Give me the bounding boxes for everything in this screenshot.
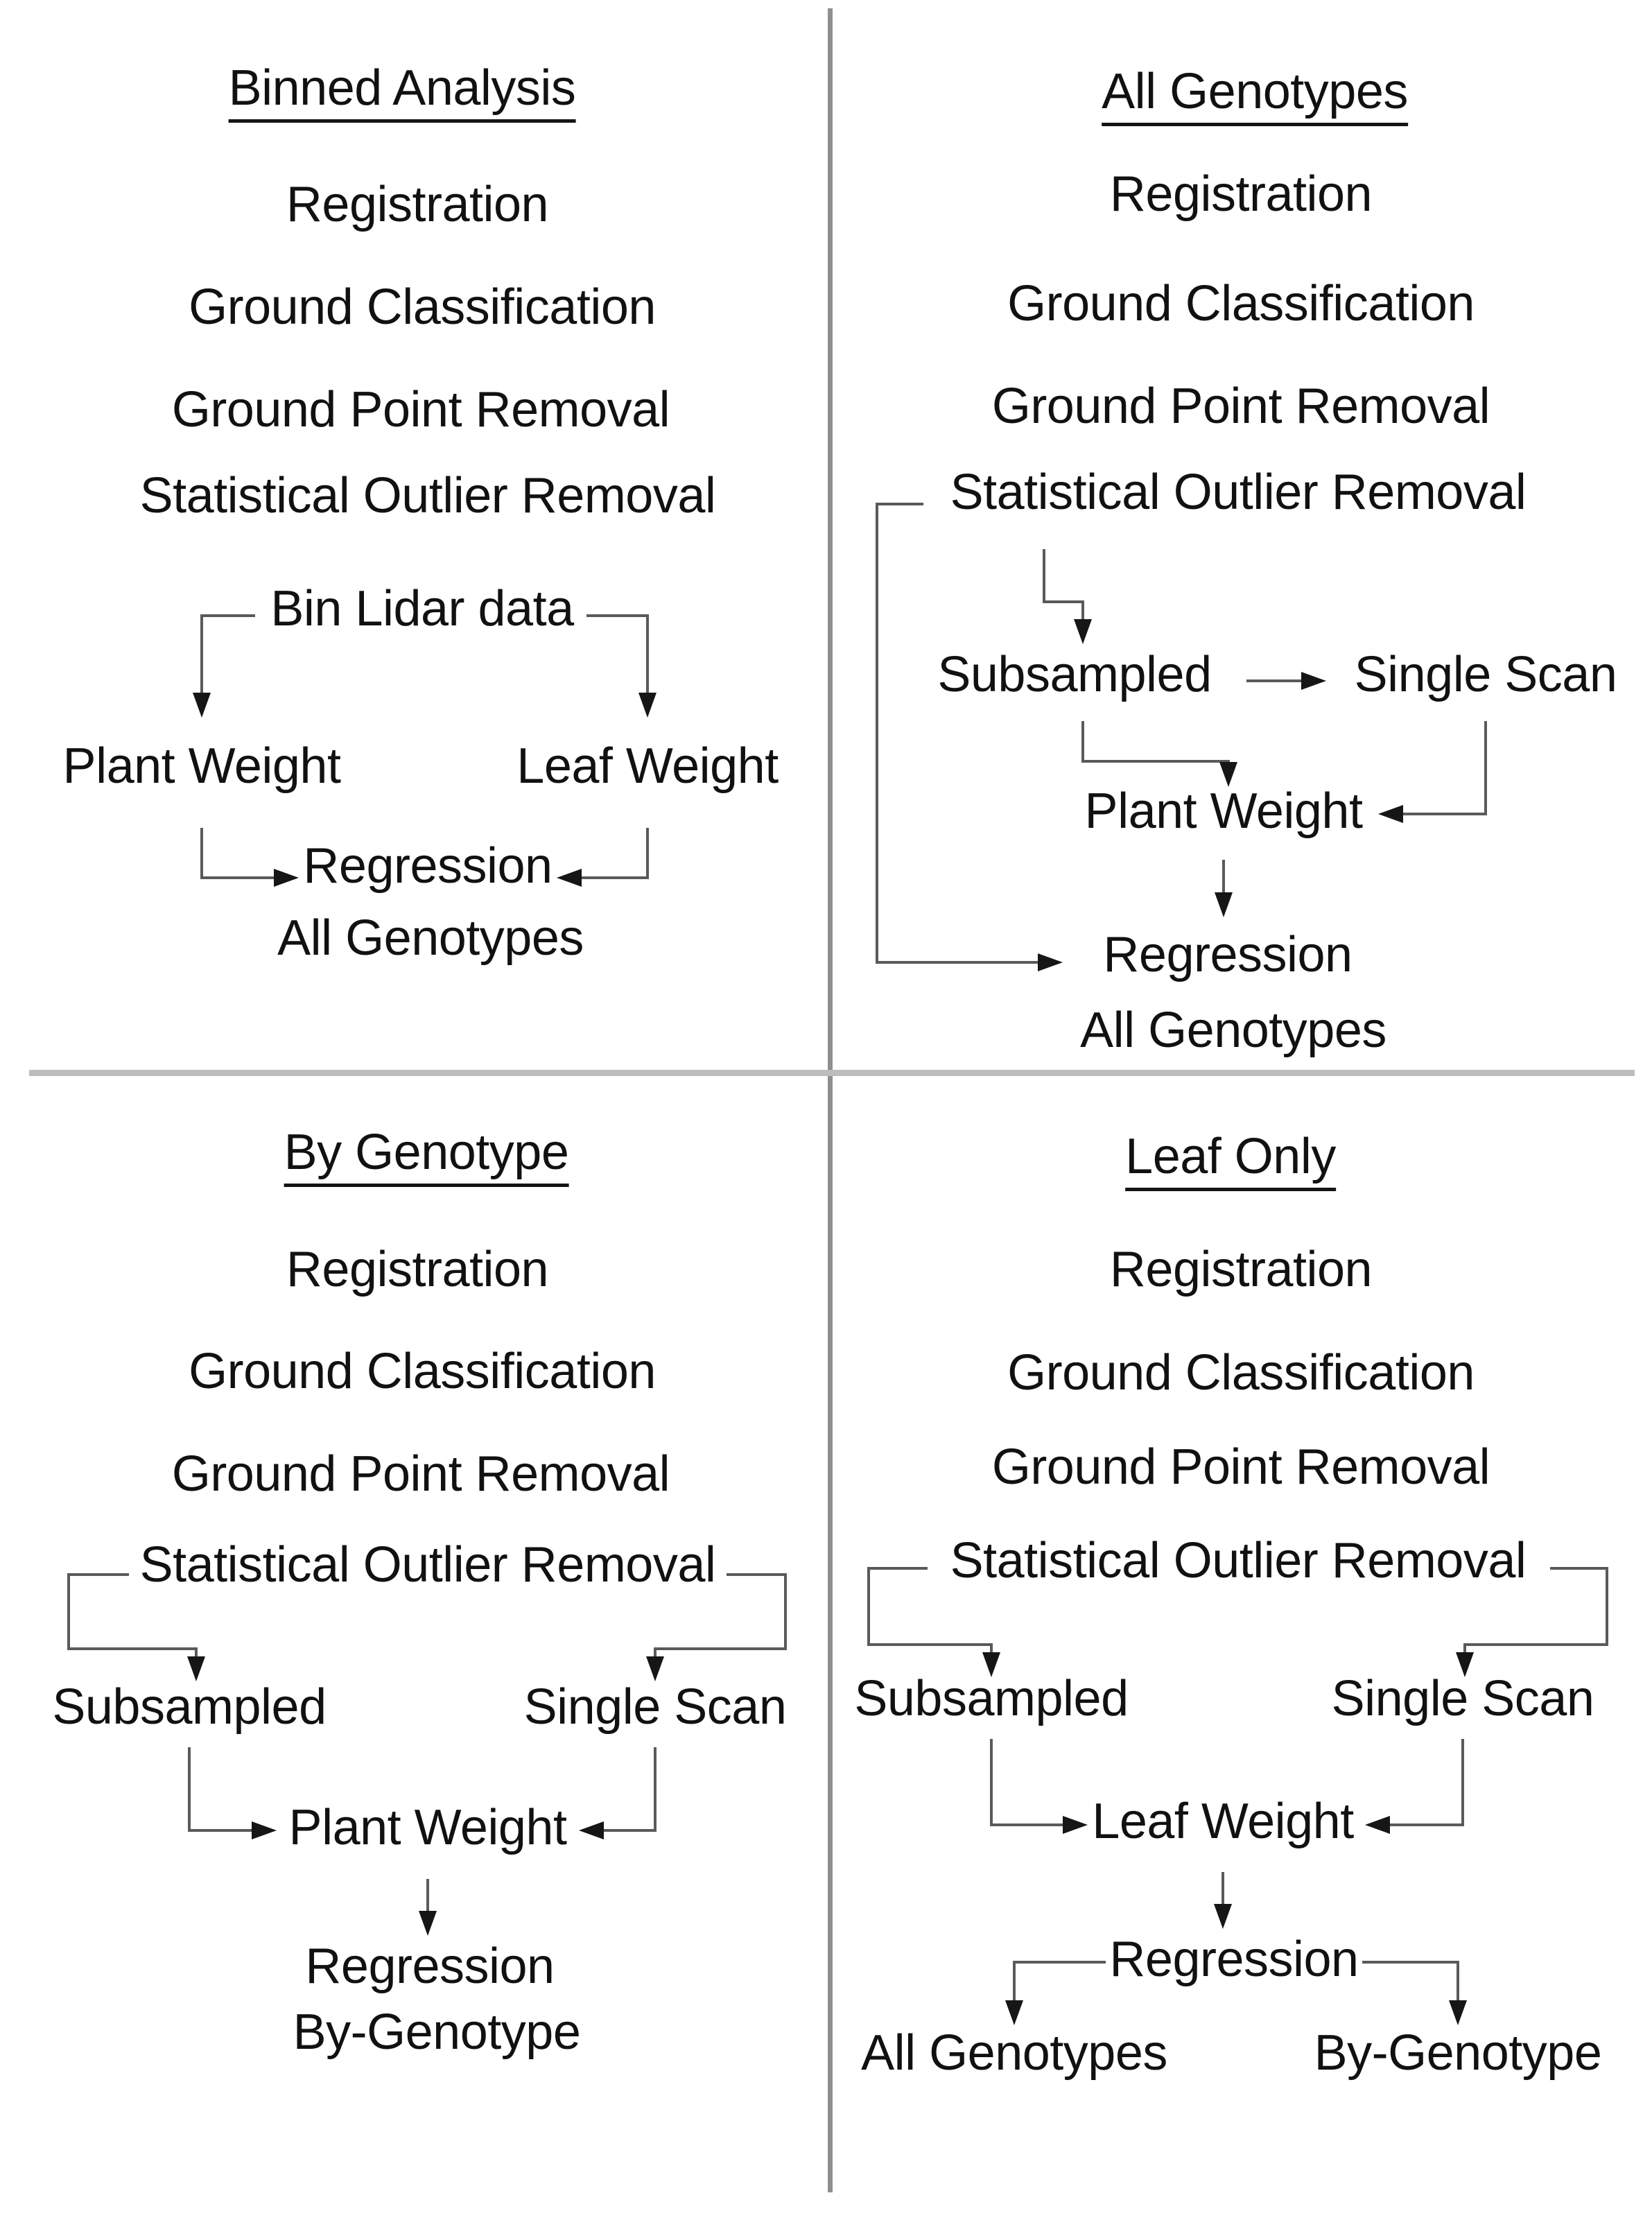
arrow-bin-to-leaf-weight	[586, 614, 657, 718]
arrow-subsampled-to-plant-weight	[1081, 721, 1237, 787]
arrow-outlier-removal-to-single-scan	[1456, 1567, 1608, 1677]
arrow-subsampled-to-plant-weight	[188, 1747, 277, 1839]
arrow-outlier-removal-to-plant-weight	[876, 503, 1063, 971]
arrow-outlier-removal-to-subsampled	[867, 1567, 1000, 1677]
arrow-outlier-removal-to-single-scan	[646, 1573, 787, 1681]
arrow-outlier-removal-to-subsampled	[67, 1573, 205, 1681]
vertical-divider	[828, 8, 833, 2192]
arrow-single-scan-to-leaf-weight	[1365, 1739, 1464, 1834]
arrow-plant-weight-to-regression	[200, 828, 299, 887]
arrow-regression-to-all-genotypes	[1005, 1961, 1106, 2025]
horizontal-divider	[29, 1070, 1635, 1076]
arrow-outlier-removal-to-subsampled	[1043, 549, 1092, 644]
arrow-subsampled-to-leaf-weight	[990, 1739, 1088, 1834]
arrow-single-scan-to-plant-weight	[579, 1747, 657, 1839]
arrow-single-scan-to-plant-weight	[1378, 721, 1487, 823]
arrow-bin-to-plant-weight	[193, 614, 255, 718]
arrow-leaf-weight-to-regression	[557, 828, 649, 887]
arrow-regression-to-by-genotype	[1362, 1961, 1467, 2025]
